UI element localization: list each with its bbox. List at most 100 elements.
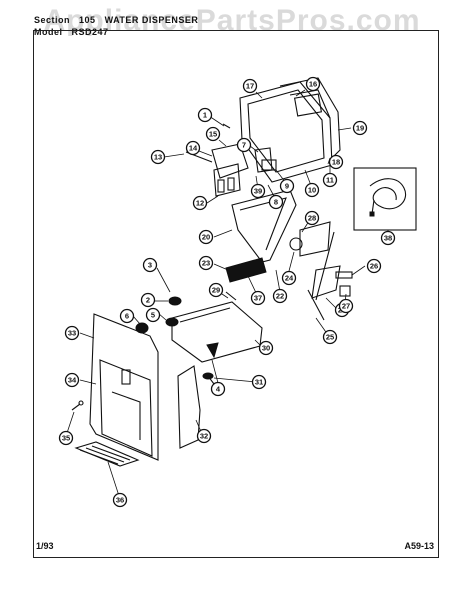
- upper-housing-assembly: [239, 77, 341, 183]
- callout-16: 16: [305, 76, 321, 92]
- callout-9: 9: [279, 178, 295, 194]
- callout-38: 38: [380, 230, 396, 246]
- svg-text:19: 19: [356, 124, 364, 133]
- callout-32: 32: [196, 428, 212, 444]
- svg-text:9: 9: [285, 182, 289, 191]
- svg-text:8: 8: [274, 198, 278, 207]
- dispenser-lever-block: [135, 291, 263, 363]
- screw-35-part: [71, 400, 84, 411]
- front-panel: [89, 313, 159, 461]
- svg-text:35: 35: [62, 434, 70, 443]
- callout-39: 39: [250, 183, 266, 199]
- svg-text:13: 13: [154, 153, 162, 162]
- callout-19: 19: [352, 120, 368, 136]
- footer-page-code: A59-13: [404, 541, 434, 551]
- section-title: WATER DISPENSER: [104, 15, 199, 25]
- svg-text:7: 7: [242, 141, 246, 150]
- svg-text:27: 27: [342, 302, 350, 311]
- callout-14: 14: [185, 140, 201, 156]
- svg-text:3: 3: [148, 261, 152, 270]
- svg-text:31: 31: [255, 378, 263, 387]
- svg-text:11: 11: [326, 176, 334, 185]
- svg-text:38: 38: [384, 234, 392, 243]
- callout-12: 12: [192, 195, 208, 211]
- model-number: RSD247: [71, 27, 109, 37]
- model-label: Model: [34, 27, 63, 37]
- svg-text:29: 29: [212, 286, 220, 295]
- svg-text:17: 17: [246, 82, 254, 91]
- callout-34: 34: [64, 372, 80, 388]
- svg-text:23: 23: [202, 259, 210, 268]
- callout-33: 33: [64, 325, 80, 341]
- callout-23: 23: [198, 255, 214, 271]
- diagram-frame: [33, 30, 439, 558]
- callout-6: 6: [119, 308, 135, 324]
- svg-text:12: 12: [196, 199, 204, 208]
- callout-15: 15: [205, 126, 221, 142]
- svg-text:37: 37: [254, 294, 262, 303]
- section-label: Section: [34, 15, 71, 25]
- callout-4: 4: [210, 381, 226, 397]
- svg-text:18: 18: [332, 158, 340, 167]
- callout-35: 35: [58, 430, 74, 446]
- chute-assembly: [231, 189, 297, 263]
- callout-24: 24: [281, 270, 297, 286]
- svg-text:24: 24: [285, 274, 294, 283]
- svg-text:2: 2: [146, 296, 150, 305]
- section-number: 105: [79, 15, 96, 25]
- lever-bracket-assembly: [289, 221, 353, 321]
- callout-26: 26: [366, 258, 382, 274]
- section-header: Section 105 WATER DISPENSER: [34, 15, 204, 25]
- svg-text:15: 15: [209, 130, 217, 139]
- drip-tray: [74, 441, 140, 467]
- callout-1: 1: [197, 107, 213, 123]
- svg-text:14: 14: [189, 144, 198, 153]
- svg-text:26: 26: [370, 262, 378, 271]
- callout-27: 27: [338, 298, 354, 314]
- svg-text:32: 32: [200, 432, 208, 441]
- svg-text:22: 22: [276, 292, 284, 301]
- svg-text:1: 1: [203, 111, 207, 120]
- svg-text:16: 16: [309, 80, 317, 89]
- callout-29: 29: [208, 282, 224, 298]
- svg-text:34: 34: [68, 376, 77, 385]
- callout-3: 3: [142, 257, 158, 273]
- svg-text:39: 39: [254, 187, 262, 196]
- callout-10: 10: [304, 182, 320, 198]
- tubing-inset: [353, 167, 417, 231]
- svg-text:30: 30: [262, 344, 270, 353]
- svg-text:5: 5: [151, 311, 155, 320]
- footer-date: 1/93: [36, 541, 54, 551]
- callout-28: 28: [304, 210, 320, 226]
- svg-text:10: 10: [308, 186, 316, 195]
- callout-18: 18: [328, 154, 344, 170]
- callout-20: 20: [198, 229, 214, 245]
- svg-text:25: 25: [326, 333, 334, 342]
- valve-bracket-assembly: [185, 123, 277, 197]
- callout-5: 5: [145, 307, 161, 323]
- callout-31: 31: [251, 374, 267, 390]
- model-header: Model RSD247: [34, 27, 115, 37]
- callout-36: 36: [112, 492, 128, 508]
- svg-text:20: 20: [202, 233, 210, 242]
- watermark: AppliancePartsPros.com: [43, 4, 421, 37]
- callout-37: 37: [250, 290, 266, 306]
- callout-8: 8: [268, 194, 284, 210]
- callout-17: 17: [242, 78, 258, 94]
- svg-text:6: 6: [125, 312, 129, 321]
- spring-part: [225, 257, 267, 283]
- callout-2: 2: [140, 292, 156, 308]
- callout-25: 25: [322, 329, 338, 345]
- svg-text:36: 36: [116, 496, 124, 505]
- side-panel: [177, 365, 201, 449]
- callout-11: 11: [322, 172, 338, 188]
- svg-text:33: 33: [68, 329, 76, 338]
- callout-13: 13: [150, 149, 166, 165]
- callout-7: 7: [236, 137, 252, 153]
- callout-30: 30: [258, 340, 274, 356]
- screw-part: [202, 372, 215, 385]
- svg-text:4: 4: [216, 385, 221, 394]
- svg-text:28: 28: [308, 214, 316, 223]
- callout-22: 22: [272, 288, 288, 304]
